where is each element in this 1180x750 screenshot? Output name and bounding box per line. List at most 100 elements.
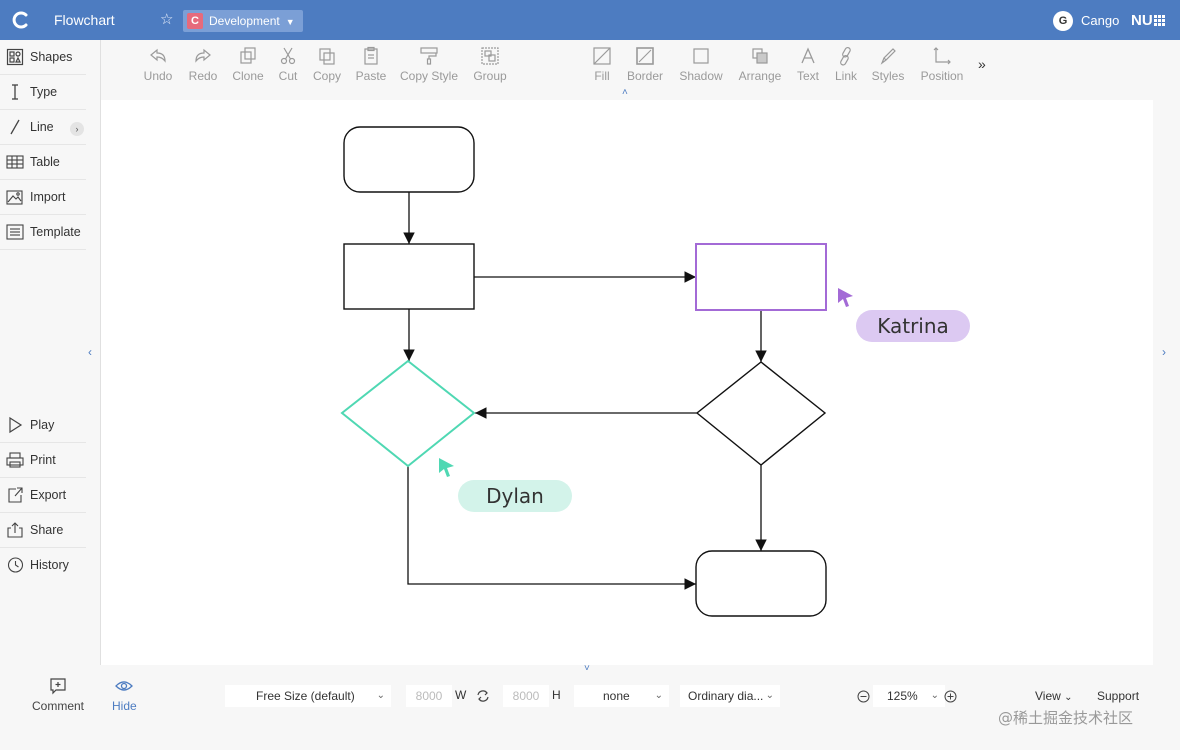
decision-shape[interactable] [695, 361, 827, 466]
sidebar-item-share[interactable]: Share [0, 513, 86, 548]
zoom-out-icon[interactable] [857, 690, 870, 703]
sidebar-item-shapes[interactable]: Shapes [0, 40, 86, 75]
cursor-icon [838, 288, 853, 307]
height-label: H [552, 688, 561, 702]
fill-icon [593, 47, 611, 65]
sidebar-item-label: History [30, 558, 69, 572]
arrange-button[interactable]: Arrange [732, 46, 788, 88]
sidebar-item-label: Line [30, 120, 54, 134]
collapse-bottom-icon[interactable]: ˅ [584, 663, 590, 674]
collapse-toolbar-icon[interactable]: ˄ [622, 87, 628, 98]
document-title[interactable]: Flowchart [54, 12, 115, 28]
shadow-icon [693, 48, 709, 64]
export-icon [8, 487, 23, 503]
tool-label: Group [473, 69, 507, 83]
arrange-icon [752, 48, 768, 64]
sidebar-item-print[interactable]: Print [0, 443, 86, 478]
brand-logo: NU [1131, 12, 1165, 29]
line-icon [10, 119, 20, 135]
sidebar-item-line[interactable]: Line › [0, 110, 86, 145]
text-button[interactable]: Text [781, 46, 835, 88]
zoom-select[interactable]: 125% ⌄ [873, 685, 945, 707]
end-terminal-shape[interactable] [695, 550, 827, 617]
styles-button[interactable]: Styles [861, 46, 915, 88]
position-button[interactable]: Position [911, 46, 973, 88]
sidebar-item-label: Share [30, 523, 64, 537]
support-link[interactable]: Support [1097, 689, 1140, 703]
background-value: none [603, 689, 630, 703]
view-label: View [1035, 689, 1061, 703]
clone-button[interactable]: Clone [221, 46, 275, 88]
sidebar-item-template[interactable]: Template [0, 215, 86, 250]
shadow-button[interactable]: Shadow [673, 46, 729, 88]
diagram-type-select[interactable]: Ordinary dia... ⌄ [680, 685, 780, 707]
tool-label: Copy Style [399, 69, 459, 83]
undo-icon [150, 48, 166, 63]
sidebar-item-play[interactable]: Play [0, 408, 86, 443]
sidebar-item-label: Export [30, 488, 67, 502]
sidebar-item-label: Import [30, 190, 66, 204]
cut-button[interactable]: Cut [261, 46, 315, 88]
border-icon [636, 47, 654, 65]
tool-label: Link [834, 69, 857, 83]
sidebar-item-import[interactable]: Import [0, 180, 86, 215]
view-menu[interactable]: View ⌄ [1035, 689, 1073, 703]
redo-button[interactable]: Redo [176, 46, 230, 88]
avatar[interactable]: G [1053, 11, 1073, 31]
star-icon[interactable]: ☆ [160, 11, 174, 28]
folder-name: Development [209, 14, 280, 28]
background-select[interactable]: none ⌄ [574, 685, 669, 707]
start-terminal-shape[interactable] [343, 126, 475, 193]
page-size-value: Free Size (default) [256, 689, 355, 703]
share-icon [7, 522, 23, 538]
connector-arrow[interactable] [407, 466, 696, 590]
comment-button[interactable]: Comment [32, 677, 84, 713]
comment-label: Comment [32, 699, 85, 713]
width-label: W [455, 688, 467, 702]
format-painter-icon [420, 47, 438, 65]
sidebar-item-label: Shapes [30, 50, 73, 64]
chevron-right-icon[interactable]: › [70, 122, 84, 136]
collapse-left-icon[interactable]: ‹ [88, 345, 92, 359]
user-name[interactable]: Cango [1081, 13, 1120, 28]
process-shape[interactable] [343, 243, 475, 310]
copy-button[interactable]: Copy [300, 46, 354, 88]
paste-button[interactable]: Paste [344, 46, 398, 88]
hide-button[interactable]: Hide [112, 677, 137, 713]
hide-label: Hide [112, 699, 137, 713]
width-input[interactable] [406, 685, 452, 707]
styles-icon [880, 48, 896, 65]
collapse-right-icon[interactable]: › [1162, 345, 1166, 359]
eye-icon [115, 681, 134, 691]
sidebar-item-history[interactable]: History [0, 548, 86, 583]
collaborator-label: Dylan [458, 480, 572, 512]
sidebar-item-type[interactable]: Type [0, 75, 86, 110]
grid-logo-icon [1153, 15, 1165, 26]
link-button[interactable]: Link [819, 46, 873, 88]
zoom-in-icon[interactable] [944, 690, 957, 703]
process-shape-selected[interactable] [695, 243, 827, 311]
group-button[interactable]: Group [463, 46, 517, 88]
app-logo-icon[interactable] [12, 10, 32, 30]
chevron-down-icon: ⌄ [930, 690, 939, 701]
tool-label: Cut [278, 69, 298, 83]
fill-button[interactable]: Fill [575, 46, 629, 88]
sidebar-item-export[interactable]: Export [0, 478, 86, 513]
diagram-type-value: Ordinary dia... [688, 689, 764, 703]
height-input[interactable] [503, 685, 549, 707]
tool-label: Fill [594, 69, 610, 83]
sidebar-item-label: Play [30, 418, 55, 432]
undo-button[interactable]: Undo [131, 46, 185, 88]
toolbar: Undo Redo Clone Cut Copy Paste Copy Styl… [101, 40, 1153, 100]
swap-dimensions-icon[interactable] [476, 689, 490, 703]
page-size-select[interactable]: Free Size (default) ⌄ [225, 685, 391, 707]
sidebar-item-table[interactable]: Table [0, 145, 86, 180]
copy-style-button[interactable]: Copy Style [397, 46, 461, 88]
diagram-canvas[interactable]: Katrina Dylan [101, 100, 1153, 665]
chevron-down-icon: ⌄ [654, 690, 663, 701]
brand-text: NU [1131, 12, 1153, 29]
folder-selector[interactable]: C Development▼ [183, 10, 303, 32]
border-button[interactable]: Border [618, 46, 672, 88]
more-tools-icon[interactable]: » [978, 56, 986, 72]
decision-shape-selected[interactable] [340, 359, 476, 468]
